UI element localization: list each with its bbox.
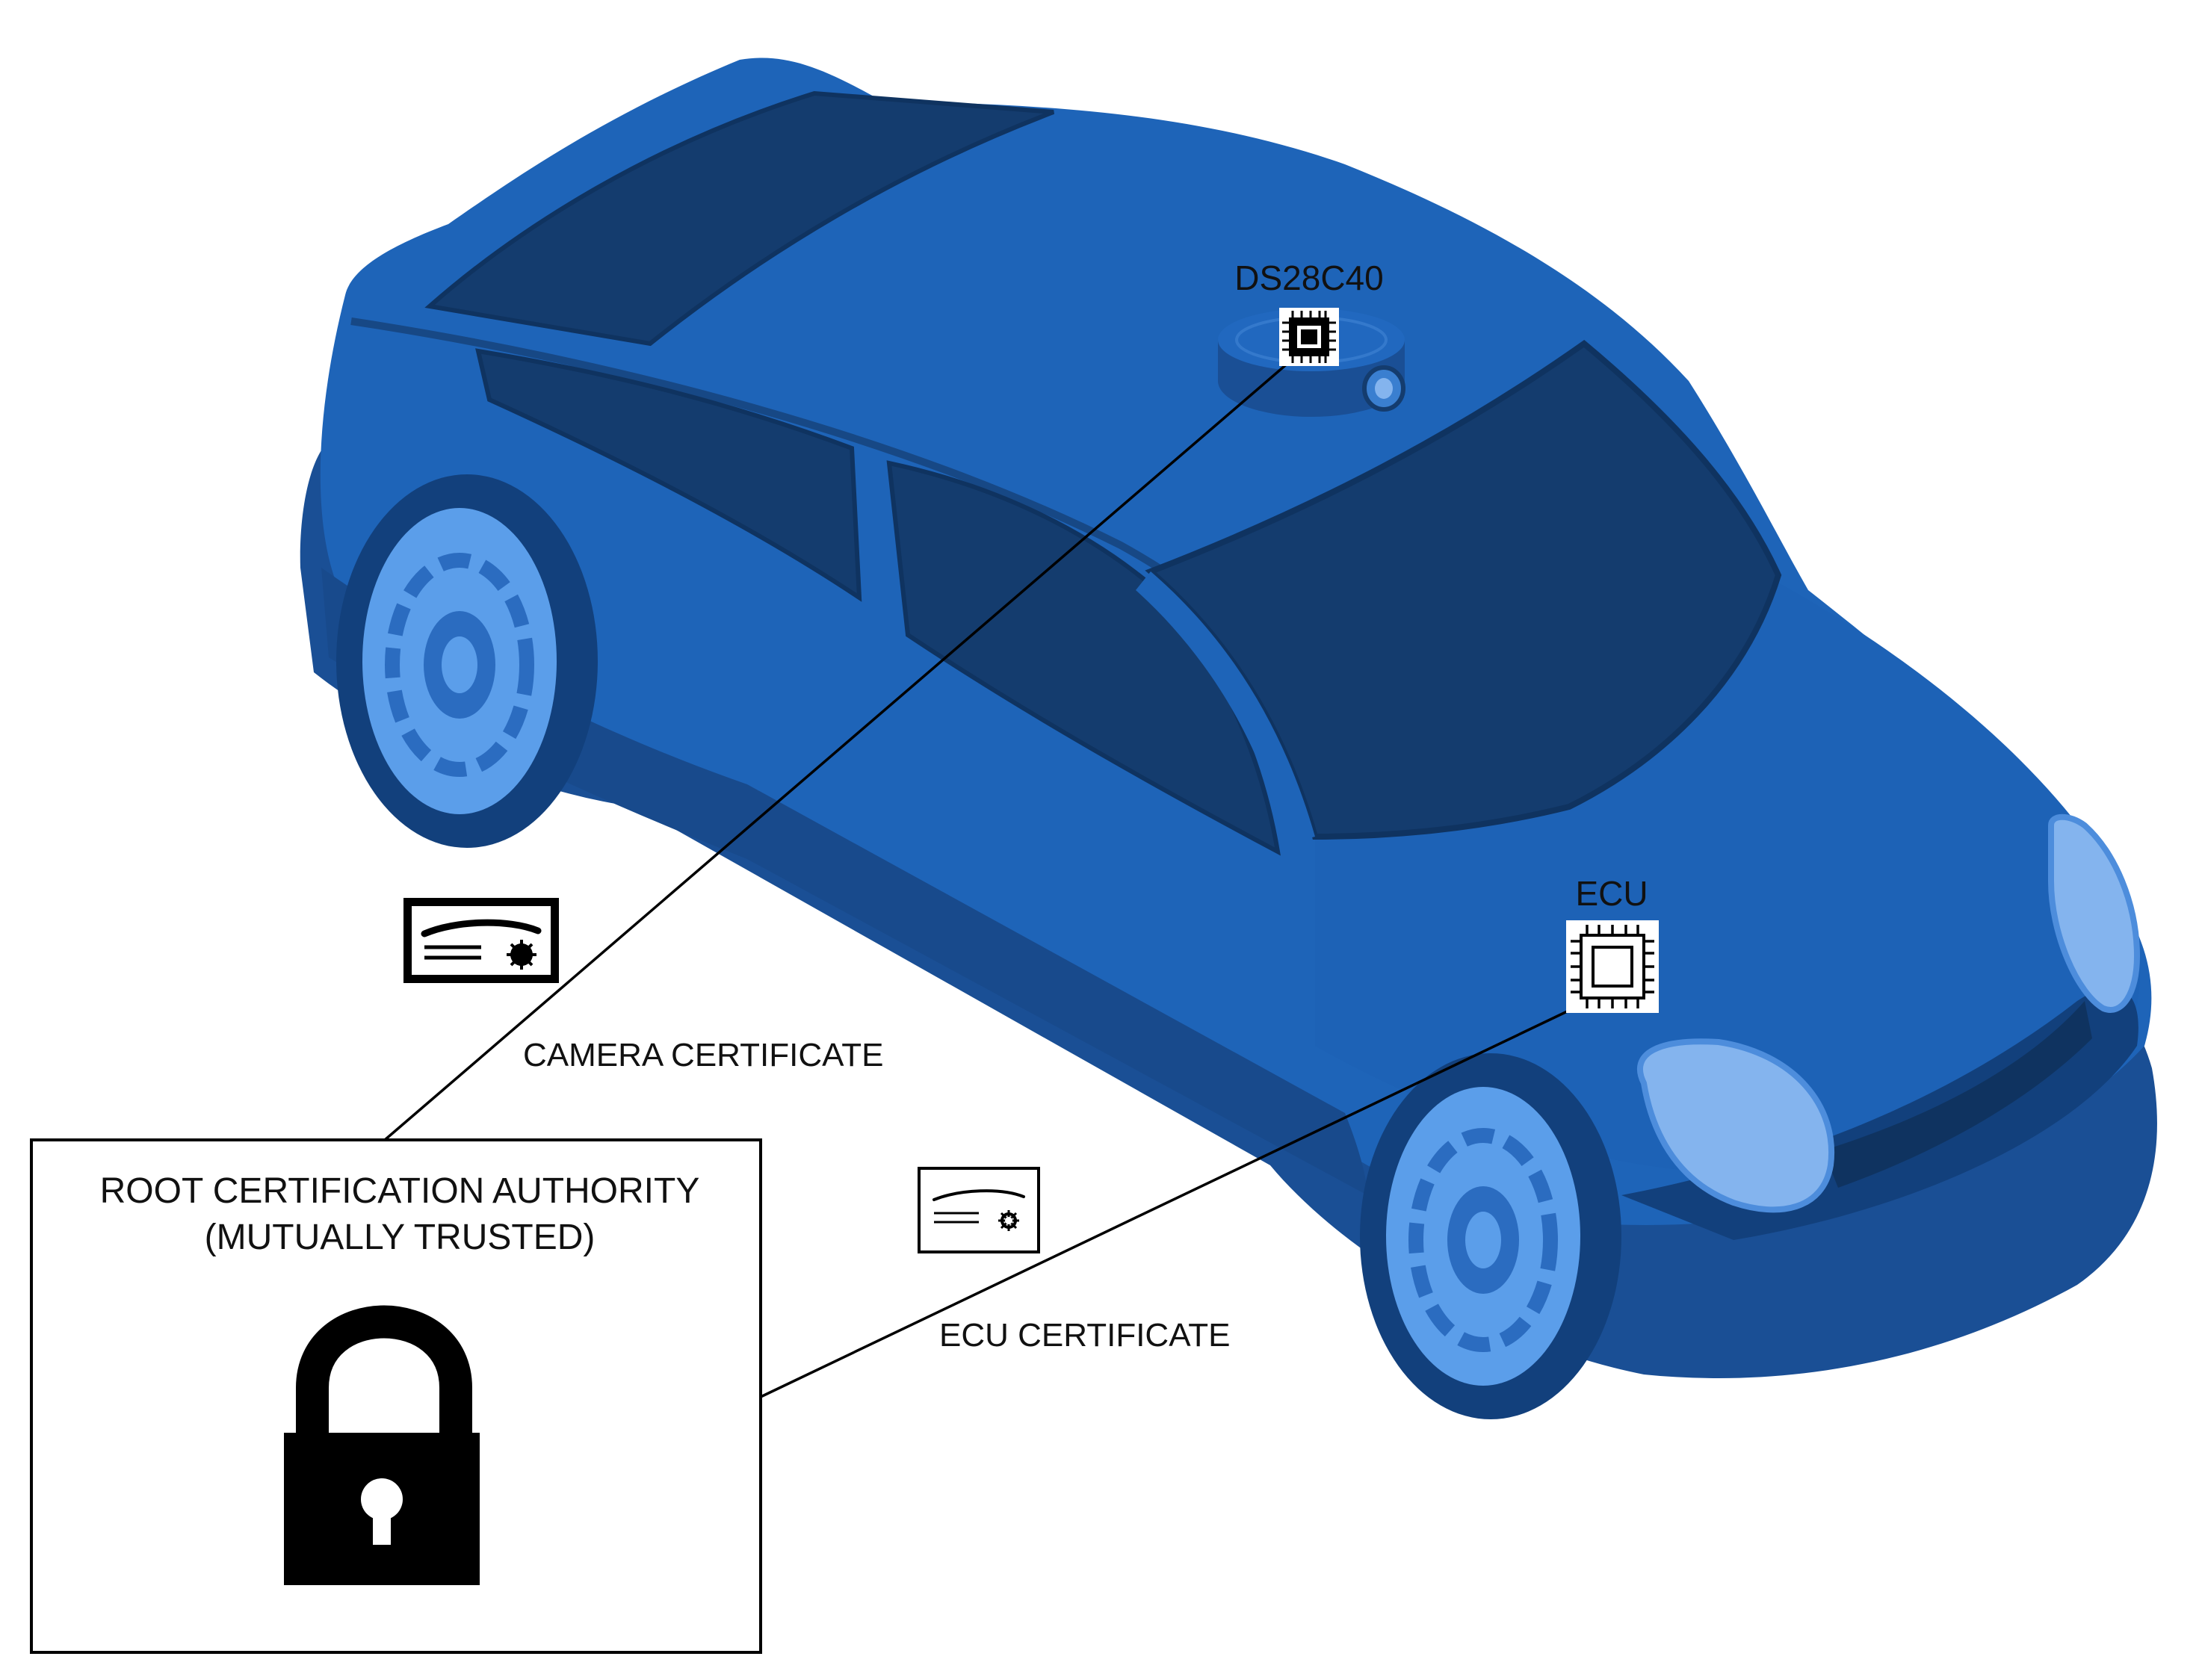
car-headlight-right (2048, 813, 2141, 1013)
car-rear-wheel (336, 474, 598, 848)
car-rear-window (424, 90, 1055, 347)
car-headlight-left (1637, 1038, 1835, 1213)
chip-icon (1566, 920, 1659, 1013)
ecu-chip: ECU (1566, 874, 1659, 1013)
camera-certificate-label: CAMERA CERTIFICATE (523, 1037, 883, 1073)
car-front-wheel (1360, 1053, 1621, 1419)
connector-lines (383, 333, 1579, 1398)
car-side-window-rear (475, 348, 862, 602)
car-a-pillar (1136, 571, 1315, 844)
car-illustration (300, 58, 2157, 1419)
roof-camera-pod (1218, 309, 1405, 417)
ecu-label: ECU (1575, 874, 1648, 913)
ds28c40-label: DS28C40 (1234, 258, 1383, 297)
chip-icon (1279, 308, 1339, 366)
root-ca-box: ROOT CERTIFICATION AUTHORITY (MUTUALLY T… (30, 1138, 762, 1654)
certificate-icon (918, 1167, 1040, 1253)
lock-icon (284, 1305, 480, 1585)
camera-certificate-icon (403, 898, 559, 983)
car-grille (1823, 1001, 2092, 1188)
ds28c40-chip: DS28C40 (1234, 258, 1384, 366)
ecu-certificate-icon (918, 1167, 1040, 1253)
ecu-connector-line (760, 1005, 1579, 1398)
root-ca-subtitle: (MUTUALLY TRUSTED) (205, 1218, 596, 1257)
root-ca-title: ROOT CERTIFICATION AUTHORITY (100, 1171, 700, 1211)
car-side-window-front (886, 460, 1281, 856)
camera-connector-line (383, 333, 1323, 1141)
certificate-icon (403, 898, 559, 983)
ecu-certificate-label: ECU CERTIFICATE (939, 1317, 1231, 1354)
